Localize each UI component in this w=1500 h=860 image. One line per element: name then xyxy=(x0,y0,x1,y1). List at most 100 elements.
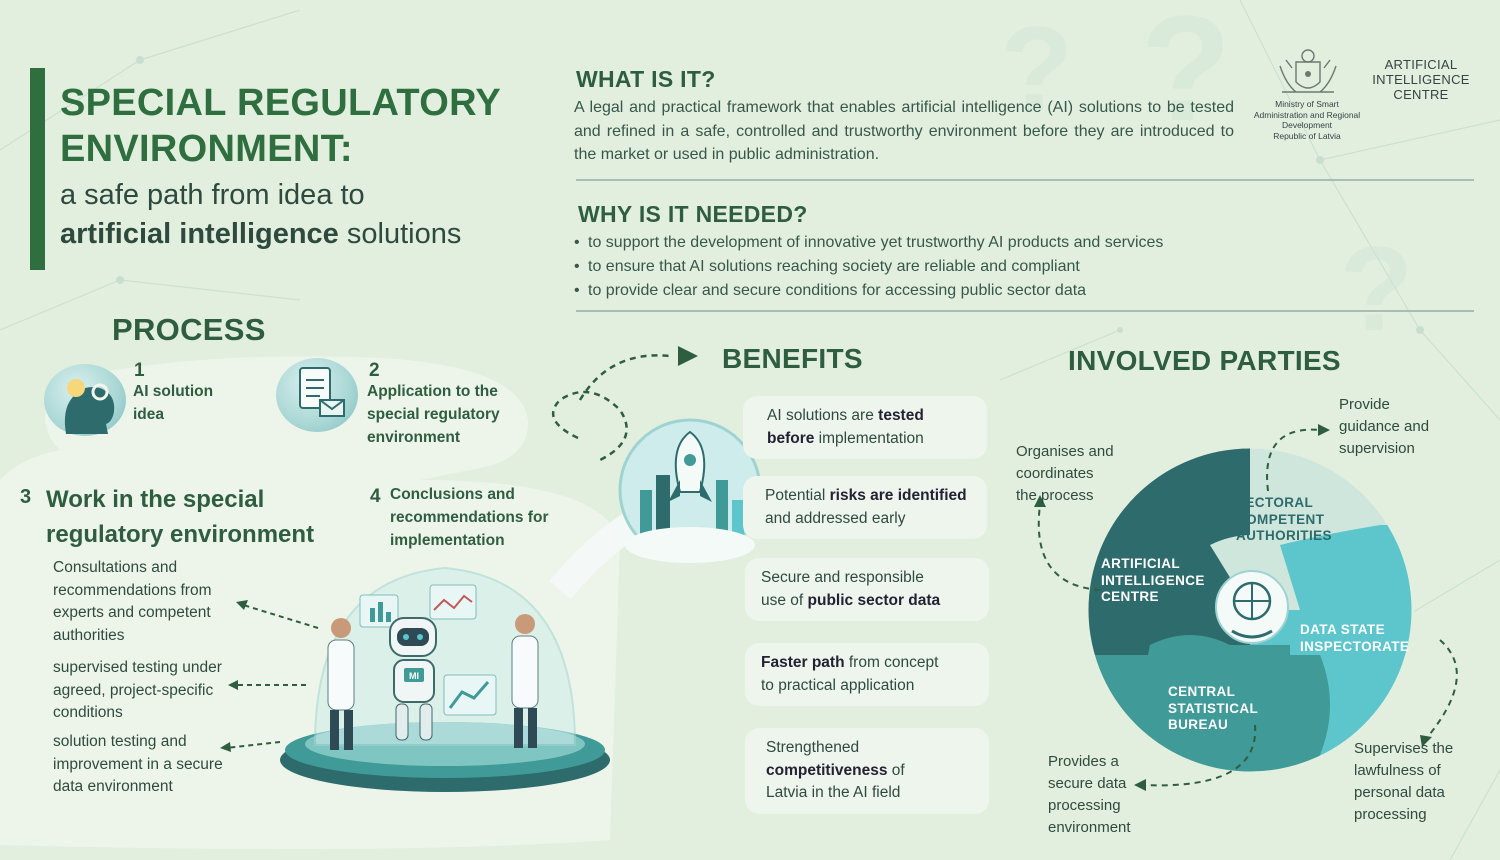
aic-line: INTELLIGENCE xyxy=(1372,72,1470,87)
note-line: guidance and xyxy=(1339,418,1430,435)
divider xyxy=(576,310,1474,312)
step1-label: AI solution idea xyxy=(133,380,213,426)
benefit-text: Latvia in the AI field xyxy=(766,784,901,801)
party-line: STATISTICAL xyxy=(1168,700,1259,716)
why-list: to support the development of innovative… xyxy=(574,230,1274,303)
party-line: COMPETENT xyxy=(1236,511,1325,527)
step4-line: Conclusions and xyxy=(390,486,515,503)
ministry-name: Ministry of Smart Administration and Reg… xyxy=(1246,99,1368,141)
note-line: processing xyxy=(1354,806,1427,823)
note-dsi: Supervises the lawfulness of personal da… xyxy=(1354,738,1453,826)
parties-heading: INVOLVED PARTIES xyxy=(1068,345,1341,376)
note-line: supervision xyxy=(1339,440,1415,457)
item-line: authorities xyxy=(53,626,125,644)
svg-text:?: ? xyxy=(1140,0,1232,152)
step2-line: Application to the xyxy=(367,383,498,400)
party-line: INTELLIGENCE xyxy=(1101,572,1205,588)
benefit-bold: before xyxy=(767,429,815,447)
benefit-text: Potential xyxy=(765,487,830,504)
what-heading: WHAT IS IT? xyxy=(576,66,716,92)
subtitle-end: solutions xyxy=(338,218,462,250)
why-item: to ensure that AI solutions reaching soc… xyxy=(574,254,1274,279)
step2-label: Application to the special regulatory en… xyxy=(367,380,500,449)
process-heading: PROCESS xyxy=(112,312,266,347)
why-item: to provide clear and secure conditions f… xyxy=(574,278,1274,303)
aic-line: ARTIFICIAL xyxy=(1384,57,1458,72)
party-line: INSPECTORATE xyxy=(1300,638,1410,654)
item-line: recommendations from xyxy=(53,581,212,599)
step3-item-consultations: Consultations and recommendations from e… xyxy=(53,557,212,647)
step2-line: environment xyxy=(367,429,461,446)
why-item: to support the development of innovative… xyxy=(574,230,1274,255)
benefit-text: and addressed early xyxy=(765,509,906,527)
step3-title-line: regulatory environment xyxy=(46,521,315,548)
benefit-bold: tested xyxy=(878,407,924,424)
step3-title-line: Work in the special xyxy=(46,486,265,513)
step4-number: 4 xyxy=(370,486,381,507)
item-line: improvement in a secure xyxy=(53,755,223,773)
step1-number: 1 xyxy=(134,360,145,381)
subtitle-line2: artificial intelligence solutions xyxy=(60,215,560,254)
note-line: environment xyxy=(1048,819,1131,836)
benefit-text: AI solutions are xyxy=(767,407,879,424)
ministry-line: Republic of Latvia xyxy=(1273,130,1341,141)
benefits-heading: BENEFITS xyxy=(722,343,863,374)
note-line: Supervises the xyxy=(1354,740,1454,757)
party-line: SECTORAL xyxy=(1236,495,1314,510)
ministry-coat-of-arms-icon xyxy=(1279,49,1337,93)
subtitle-bold: artificial intelligence xyxy=(60,218,339,250)
note-line: Provides a xyxy=(1048,753,1119,770)
note-line: lawfulness of xyxy=(1354,762,1441,779)
sandbox-dome-illustration: MI xyxy=(280,566,610,792)
note-line: the process xyxy=(1016,487,1094,504)
note-line: Provide xyxy=(1339,396,1390,413)
benefit-text: from concept xyxy=(844,654,939,671)
step2-number: 2 xyxy=(369,360,380,381)
step4-line: implementation xyxy=(390,532,505,549)
what-text: A legal and practical framework that ena… xyxy=(574,99,1234,163)
item-line: data environment xyxy=(53,778,173,795)
benefit-text: implementation xyxy=(814,429,924,447)
benefit-text: Strengthened xyxy=(766,739,860,756)
rocket-illustration xyxy=(549,346,762,599)
page-subtitle: a safe path from idea to artificial inte… xyxy=(60,176,560,254)
step4-label: Conclusions and recommendations for impl… xyxy=(390,483,548,552)
ministry-line: Ministry of Smart xyxy=(1275,99,1339,109)
step3-item-supervised-testing: supervised testing under agreed, project… xyxy=(53,657,222,725)
why-heading: WHY IS IT NEEDED? xyxy=(578,201,808,227)
party-line: CENTRAL xyxy=(1168,684,1236,699)
benefit-text: to practical application xyxy=(761,676,915,694)
step1-line: AI solution xyxy=(133,383,214,400)
title-accent-bar xyxy=(30,68,45,270)
party-csb: CENTRAL STATISTICAL BUREAU xyxy=(1168,684,1258,734)
svg-text:?: ? xyxy=(1000,2,1073,136)
item-line: Consultations and xyxy=(53,559,178,576)
party-dsi: DATA STATE INSPECTORATE xyxy=(1300,622,1409,655)
idea-head-icon xyxy=(44,364,126,436)
party-line: CENTRE xyxy=(1101,589,1159,604)
benefit-text: Secure and responsible xyxy=(761,569,924,586)
svg-text:?: ? xyxy=(1340,222,1413,356)
benefit-text: use of xyxy=(761,591,808,609)
step4-line: recommendations for xyxy=(390,509,549,526)
party-aic: ARTIFICIAL INTELLIGENCE CENTRE xyxy=(1101,556,1205,606)
party-line: ARTIFICIAL xyxy=(1101,556,1180,571)
benefit-bold: public sector data xyxy=(807,591,941,609)
item-line: supervised testing under xyxy=(53,659,222,676)
party-line: AUTHORITIES xyxy=(1236,528,1332,543)
party-sectoral: SECTORAL COMPETENT AUTHORITIES xyxy=(1236,495,1332,545)
item-line: solution testing and xyxy=(53,733,187,750)
benefit-card-data: Secure and responsible use of public sect… xyxy=(745,558,989,621)
application-document-icon xyxy=(276,358,358,432)
step3-item-solution-testing: solution testing and improvement in a se… xyxy=(53,731,223,799)
note-line: Organises and xyxy=(1016,443,1114,460)
ministry-line: Administration and Regional xyxy=(1253,109,1361,120)
note-csb: Provides a secure data processing enviro… xyxy=(1048,751,1131,839)
item-line: conditions xyxy=(53,704,123,721)
robot-badge: MI xyxy=(409,671,419,681)
aic-logo-text: ARTIFICIAL INTELLIGENCE CENTRE xyxy=(1370,57,1472,102)
